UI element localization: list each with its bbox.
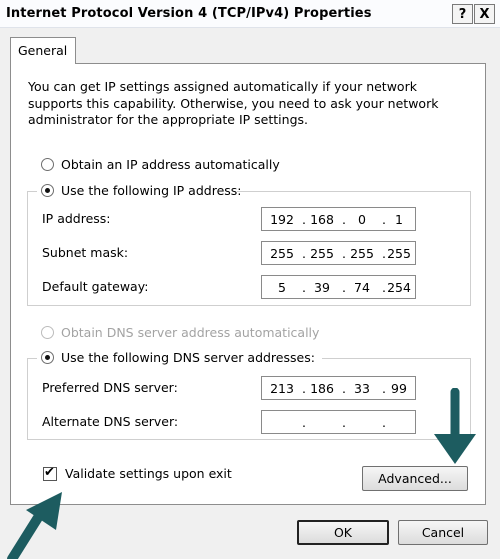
octet-dot: .: [302, 280, 306, 295]
subnet-mask-input[interactable]: 255 . 255 . 255 . 255: [261, 241, 416, 265]
tab-general-label: General: [18, 43, 68, 58]
arrow-diagonal-icon: [7, 492, 62, 559]
default-gateway-octet: 39: [314, 280, 330, 295]
octet-dot: .: [342, 415, 346, 430]
advanced-button[interactable]: Advanced...: [362, 466, 468, 491]
octet-dot: .: [382, 280, 386, 295]
octet-dot: .: [382, 415, 386, 430]
octet-dot: .: [342, 280, 346, 295]
octet-dot: .: [342, 212, 346, 227]
ip-address-octet: 192: [270, 212, 294, 227]
ip-address-octet: 168: [310, 212, 334, 227]
ip-group-box: [27, 191, 471, 306]
ip-address-input[interactable]: 192 . 168 . 0 . 1: [261, 207, 416, 231]
validate-label[interactable]: Validate settings upon exit: [65, 466, 232, 481]
validate-checkbox[interactable]: [43, 465, 57, 481]
ip-address-octet: 0: [358, 212, 366, 227]
default-gateway-octet: 5: [278, 280, 286, 295]
obtain-ip-auto-label[interactable]: Obtain an IP address automatically: [61, 157, 280, 172]
use-following-dns-label[interactable]: Use the following DNS server addresses:: [61, 350, 315, 365]
tab-general[interactable]: General: [10, 37, 76, 64]
obtain-ip-auto-radio[interactable]: [41, 158, 54, 171]
default-gateway-label: Default gateway:: [42, 279, 149, 294]
obtain-dns-auto-label[interactable]: Obtain DNS server address automatically: [61, 325, 320, 340]
preferred-dns-input[interactable]: 213 . 186 . 33 . 99: [261, 376, 416, 400]
ip-address-label: IP address:: [42, 211, 111, 226]
use-following-dns-radio[interactable]: [41, 351, 54, 364]
cancel-button[interactable]: Cancel: [398, 520, 488, 545]
title-bar: Internet Protocol Version 4 (TCP/IPv4) P…: [0, 0, 500, 28]
arrow-head: [434, 434, 476, 464]
ok-button[interactable]: OK: [297, 520, 389, 545]
arrow-head: [26, 492, 62, 530]
preferred-dns-octet: 213: [270, 381, 294, 396]
description-text: You can get IP settings assigned automat…: [28, 79, 439, 127]
octet-dot: .: [302, 212, 306, 227]
dns-legend-bg: [37, 348, 322, 366]
octet-dot: .: [342, 246, 346, 261]
subnet-mask-octet: 255: [270, 246, 294, 261]
default-gateway-input[interactable]: 5 . 39 . 74 . 254: [261, 275, 416, 299]
subnet-mask-octet: 255: [350, 246, 374, 261]
use-following-ip-label[interactable]: Use the following IP address:: [61, 183, 242, 198]
obtain-dns-auto-radio[interactable]: [41, 326, 54, 339]
subnet-mask-octet: 255: [387, 246, 411, 261]
alternate-dns-label: Alternate DNS server:: [42, 414, 179, 429]
octet-dot: .: [302, 415, 306, 430]
subnet-mask-label: Subnet mask:: [42, 245, 129, 260]
octet-dot: .: [382, 381, 386, 396]
ip-legend-bg: [37, 181, 237, 199]
default-gateway-octet: 254: [387, 280, 411, 295]
window-title: Internet Protocol Version 4 (TCP/IPv4) P…: [6, 6, 372, 21]
octet-dot: .: [342, 381, 346, 396]
preferred-dns-octet: 33: [354, 381, 370, 396]
octet-dot: .: [382, 212, 386, 227]
arrow-down-icon: [434, 388, 476, 464]
octet-dot: .: [302, 246, 306, 261]
octet-dot: .: [302, 381, 306, 396]
default-gateway-octet: 74: [354, 280, 370, 295]
preferred-dns-octet: 99: [391, 381, 407, 396]
use-following-ip-radio[interactable]: [41, 184, 54, 197]
preferred-dns-label: Preferred DNS server:: [42, 380, 178, 395]
subnet-mask-octet: 255: [310, 246, 334, 261]
help-button[interactable]: ?: [452, 4, 473, 24]
octet-dot: .: [382, 246, 386, 261]
alternate-dns-input[interactable]: . . .: [261, 410, 416, 434]
ip-address-octet: 1: [395, 212, 403, 227]
preferred-dns-octet: 186: [310, 381, 334, 396]
close-button[interactable]: X: [474, 4, 495, 24]
